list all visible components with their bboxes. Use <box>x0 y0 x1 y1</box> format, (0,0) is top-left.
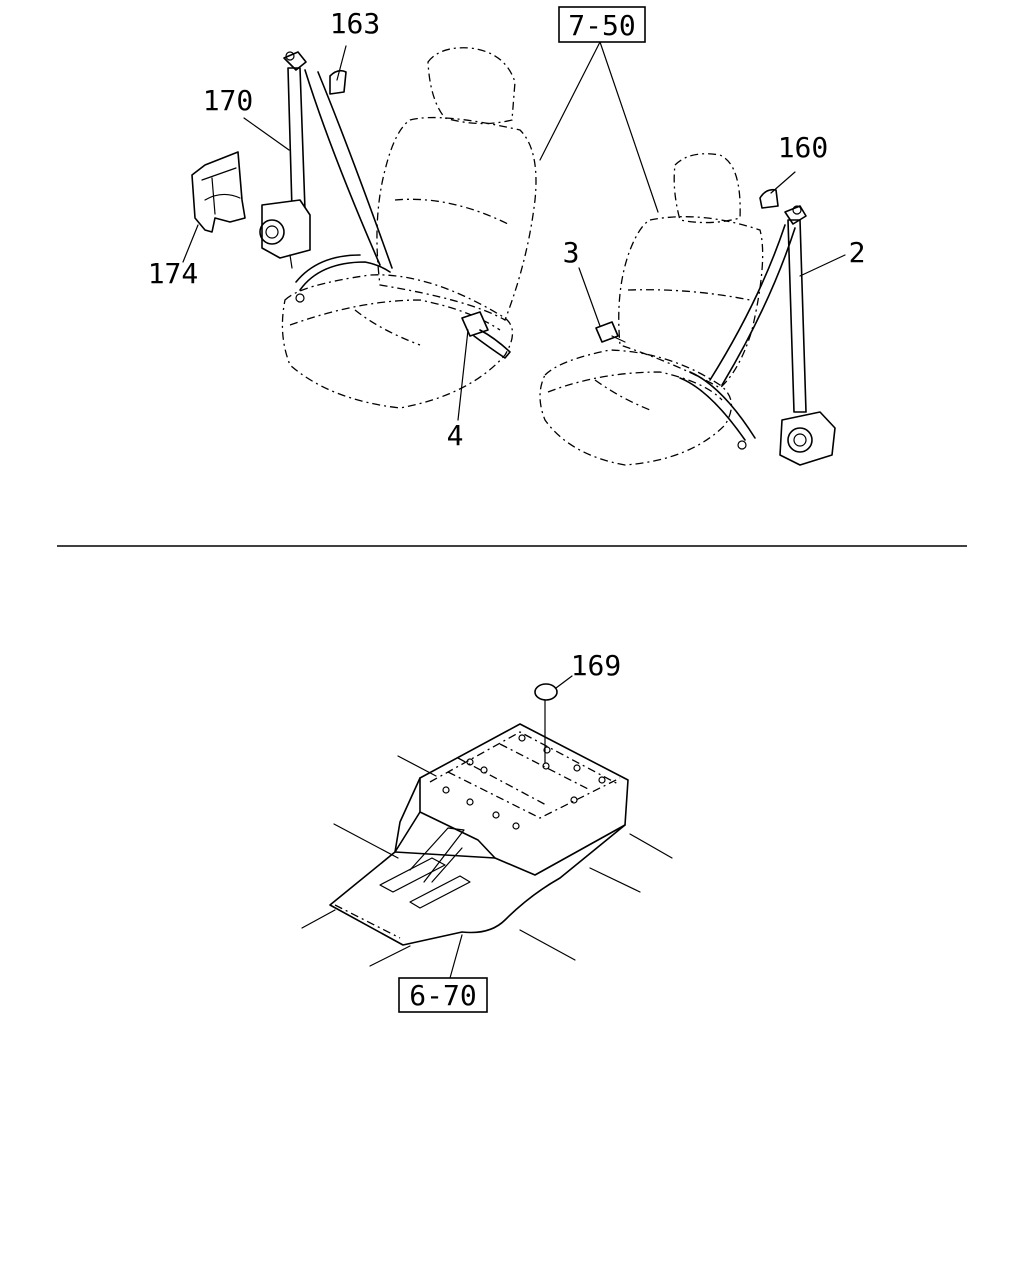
callout-2: 2 <box>849 236 866 269</box>
ref-box-7-50 <box>558 6 646 43</box>
leader-6-70 <box>449 934 463 979</box>
floor-console <box>301 723 673 967</box>
cover-cap-163 <box>329 69 347 95</box>
ref-box-6-70 <box>398 977 488 1013</box>
callout-174: 174 <box>148 257 199 290</box>
right-seat <box>539 153 764 466</box>
callout-163: 163 <box>330 7 381 40</box>
top-leader-lines <box>182 41 846 421</box>
callout-169: 169 <box>571 649 622 682</box>
right-belt-assembly <box>679 205 836 466</box>
cover-cap-160 <box>759 188 779 209</box>
callout-3: 3 <box>563 236 580 269</box>
left-belt-assembly <box>259 51 393 303</box>
callout-170: 170 <box>203 84 254 117</box>
callout-160: 160 <box>778 131 829 164</box>
ref-label-6-70: 6-70 <box>409 979 476 1012</box>
right-buckle-assembly <box>595 321 626 343</box>
leader-169 <box>555 675 573 689</box>
plug-169 <box>534 683 558 764</box>
pillar-cover-174 <box>191 151 246 233</box>
ref-label-7-50: 7-50 <box>568 9 635 42</box>
callout-4: 4 <box>447 419 464 452</box>
